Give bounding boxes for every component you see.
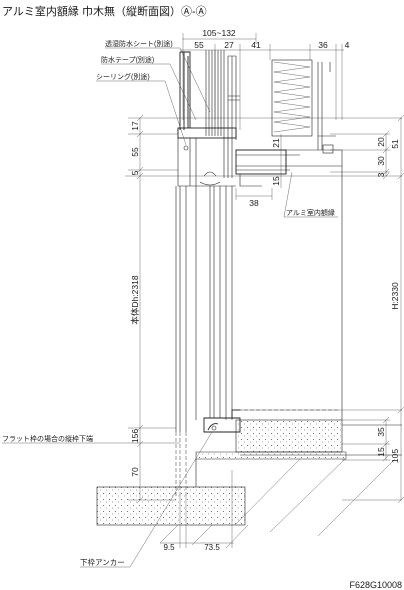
ground-hatch — [159, 458, 396, 549]
floor-finish — [235, 419, 343, 453]
insulation-fill — [273, 61, 311, 133]
sill-detail — [203, 409, 241, 433]
label-flat-frame-note: フラット枠の場合の縦枠下端 — [2, 434, 93, 443]
dim-top-3: 41 — [251, 40, 261, 50]
dim-right-outer-2: 105 — [390, 449, 400, 463]
dim-right-inner-2: 30 — [376, 156, 386, 166]
leader-lines — [2, 47, 338, 568]
label-sealing: シーリング(別途) — [96, 72, 150, 81]
drawing-title: アルミ室内額縁 巾木無（縦断面図）Ⓐ-Ⓐ — [2, 4, 207, 18]
dim-top-4: 36 — [318, 40, 328, 50]
stud-frame — [227, 55, 240, 178]
sill-profile — [203, 409, 241, 433]
dim-bottom-1: 9.5 — [163, 543, 175, 552]
floor-base — [195, 451, 347, 460]
dim-right-outer-1: 51 — [390, 139, 400, 149]
right-inner-dimension-line — [342, 130, 390, 462]
dim-top-2: 27 — [224, 40, 234, 50]
waterproof-tape-leader — [101, 63, 197, 121]
dim-body-height: 本体Dh:2318 — [130, 275, 140, 324]
dim-bottom-2: 73.5 — [204, 543, 220, 552]
reference-lines — [125, 117, 402, 411]
dim-right-inner-3: 3 — [376, 172, 386, 177]
dim-left-3: 5 — [130, 170, 140, 175]
head-casing-lines — [236, 149, 342, 187]
interior-board — [317, 62, 336, 150]
flat-frame-extension — [175, 432, 187, 496]
wall-section — [179, 50, 336, 178]
label-sill-anchor: 下枠アンカー — [80, 557, 125, 567]
interior-block — [322, 144, 334, 154]
drawing-number: F628G10008 — [349, 580, 402, 590]
head-casing — [235, 149, 287, 175]
sealant-bead — [183, 145, 189, 151]
label-waterproof-tape: 防水テープ(別途) — [101, 55, 154, 64]
dim-left-1: 17 — [130, 121, 140, 131]
head-detail — [177, 127, 342, 187]
bottom-dimension-line — [160, 470, 234, 548]
exterior-cladding — [179, 51, 191, 130]
dim-height: H:2330 — [390, 282, 400, 310]
dim-inner-2: 15 — [271, 176, 281, 186]
sealing-leader — [96, 80, 187, 146]
insulation-outline — [271, 59, 313, 137]
dim-inner-3: 38 — [249, 198, 259, 208]
floor-lines — [195, 424, 402, 487]
dim-top-overall: 105~132 — [202, 28, 236, 38]
right-outer-dimension-line — [342, 114, 404, 504]
inner-dimension-lines — [235, 134, 282, 200]
left-dimension-line — [128, 114, 176, 504]
dim-left-5: 70 — [130, 467, 140, 477]
floor-section — [96, 419, 402, 549]
casing-leader — [283, 171, 338, 218]
dim-right-inner-4: 35 — [376, 427, 386, 437]
dim-right-inner-5: 15 — [376, 447, 386, 457]
top-dimension-lines — [180, 33, 344, 130]
sill-screw — [211, 425, 217, 431]
label-moisture-sheet: 透湿防水シート(別途) — [105, 39, 173, 48]
head-frame-lines — [177, 138, 236, 187]
head-frame — [177, 127, 237, 139]
concrete-slab — [96, 486, 246, 526]
dimension-lines — [125, 33, 404, 548]
dim-top-5: 4 — [345, 40, 350, 50]
moisture-sheet-leader — [105, 47, 211, 113]
dim-inner-1: 21 — [271, 138, 281, 148]
dim-top-1: 55 — [194, 40, 204, 50]
dim-left-4: 156 — [130, 429, 140, 443]
dim-left-2: 55 — [130, 147, 140, 157]
jamb-frame — [175, 150, 343, 496]
label-aluminum-casing: アルミ室内額縁 — [286, 208, 335, 217]
jamb-lines — [175, 186, 233, 432]
anchor-leader — [80, 431, 213, 568]
dim-right-inner-1: 20 — [376, 137, 386, 147]
